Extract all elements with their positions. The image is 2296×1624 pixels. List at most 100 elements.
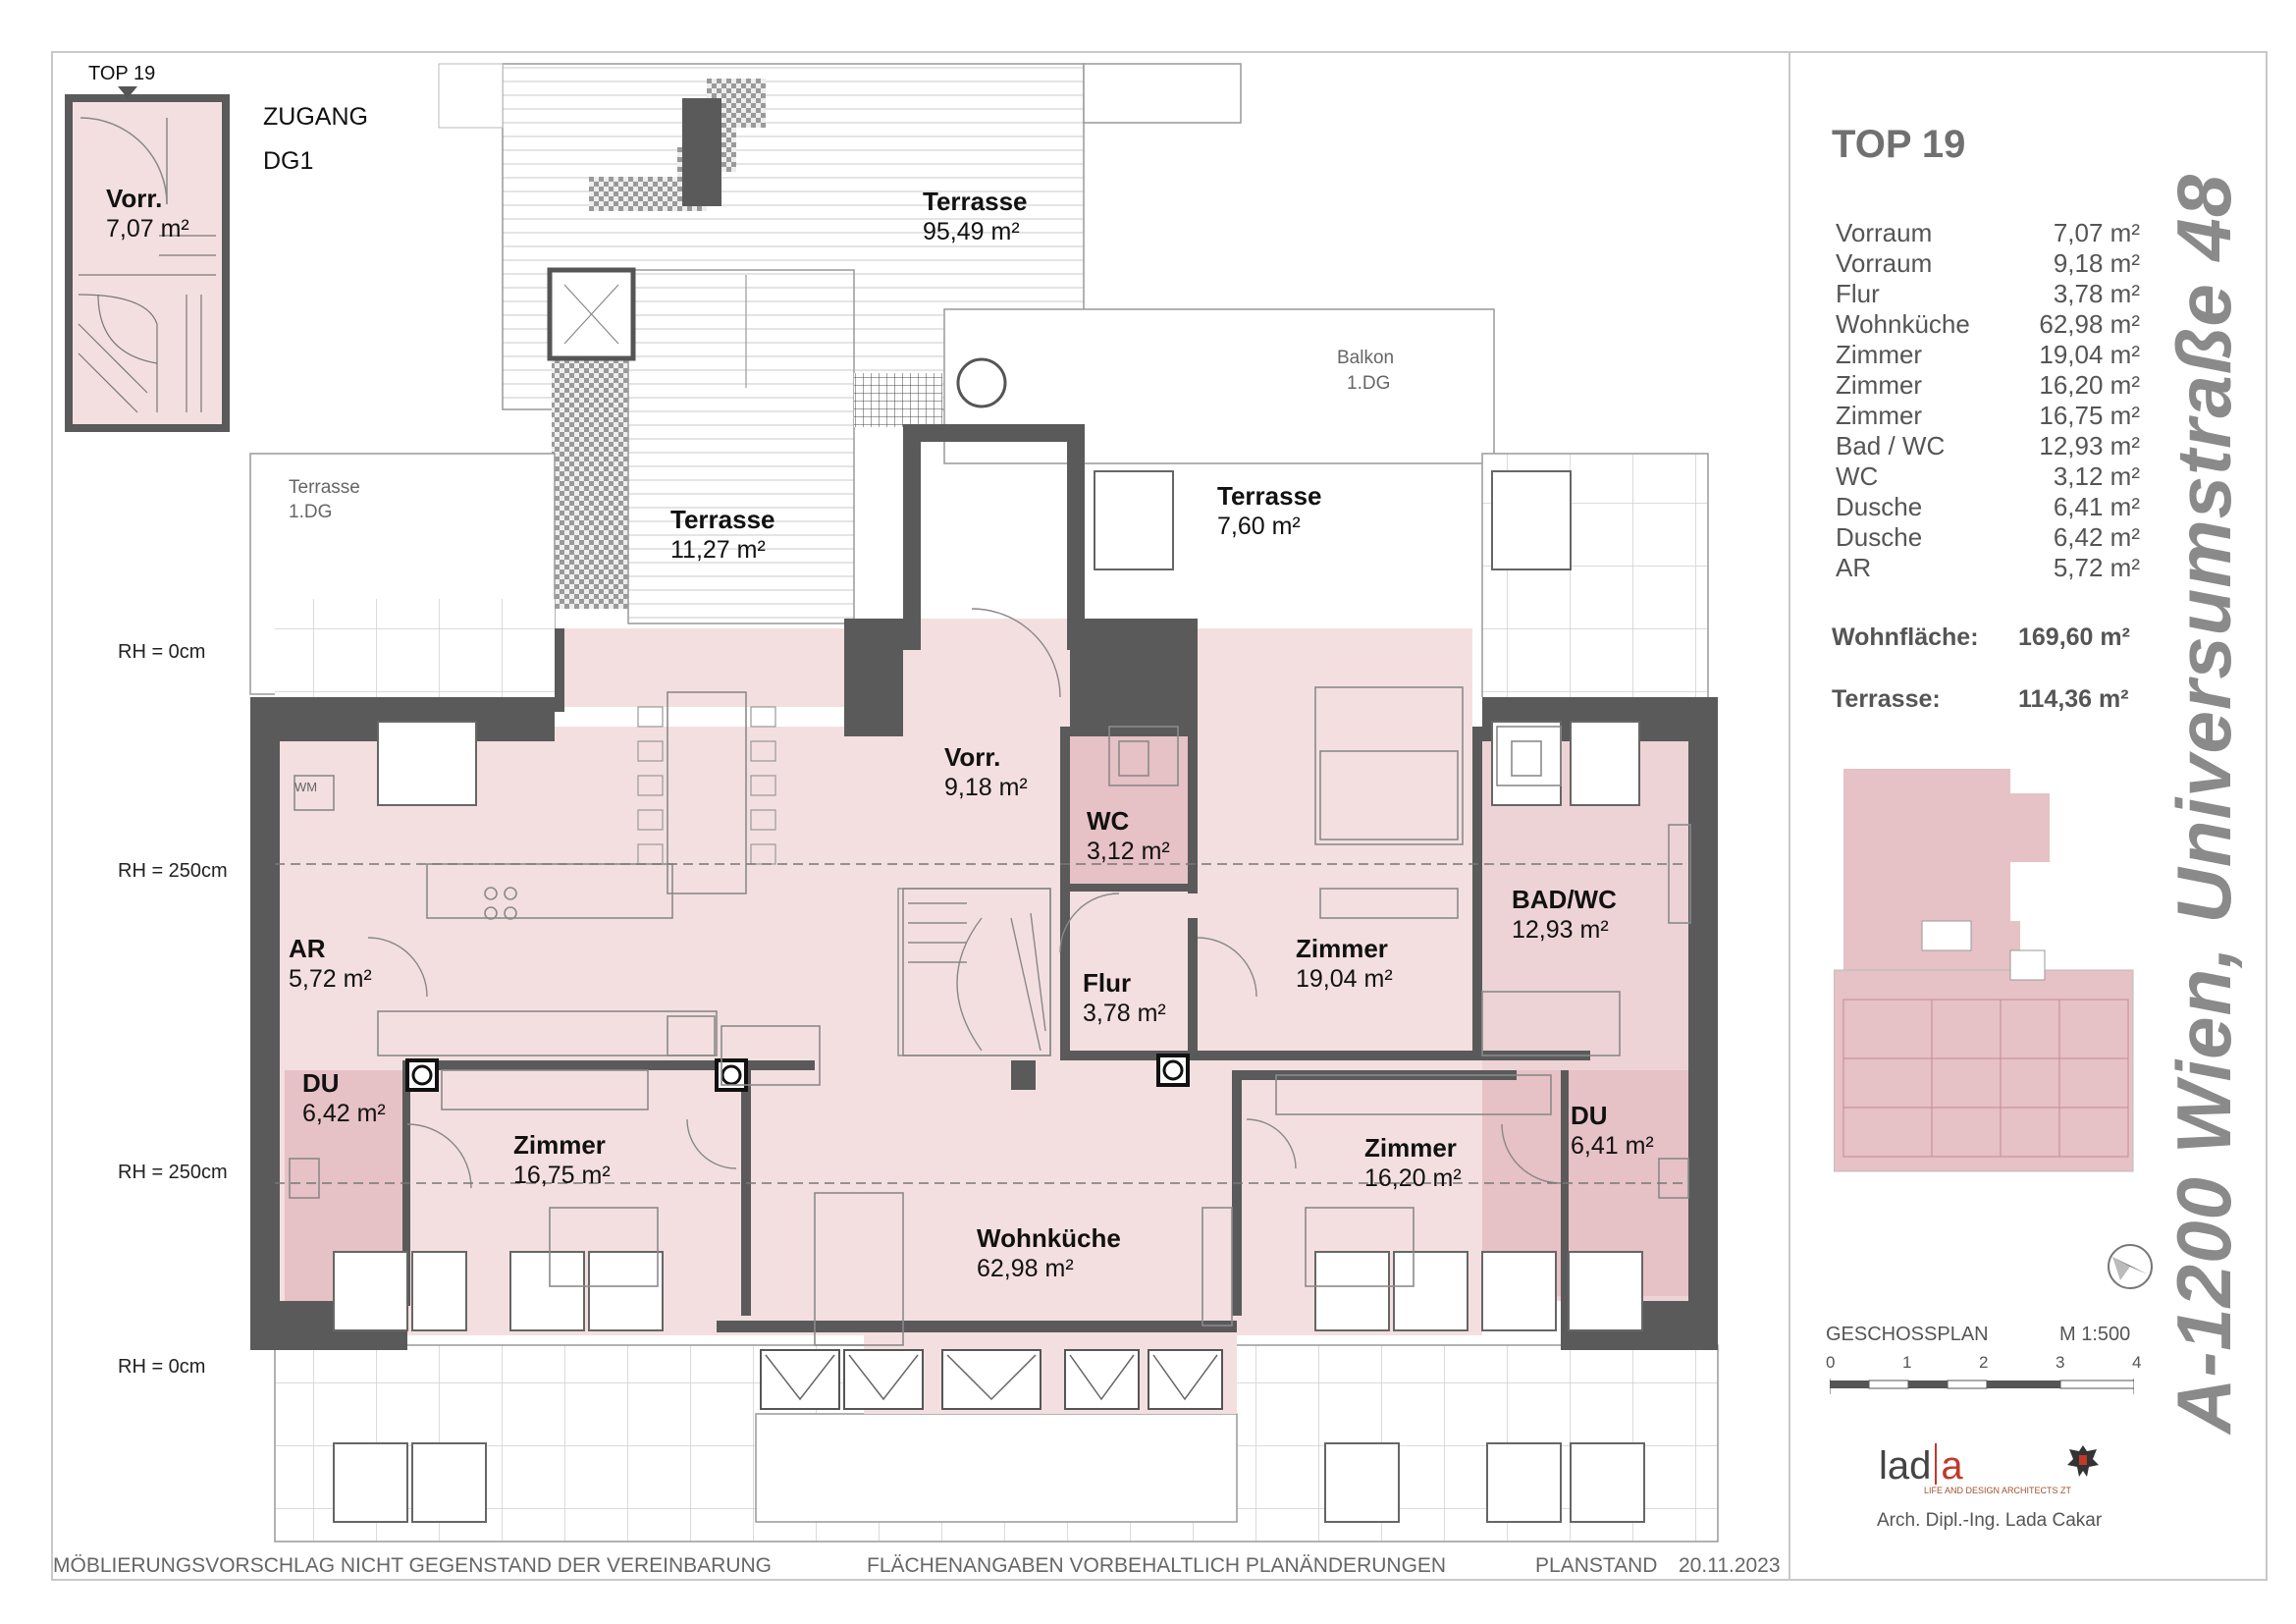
address-title: A-1200 Wien, Universumstraße 48 — [2161, 173, 2247, 1434]
area-value: 16,20 m² — [2039, 370, 2140, 400]
balkon-name: Balkon — [1337, 348, 1394, 368]
area-name: Zimmer — [1836, 370, 1923, 400]
terrasse-left-name: Terrasse — [289, 477, 360, 498]
floor-plan: ZUGANG DG1 Vorr. 7,07 m² Terrasse 95,49 … — [65, 63, 1719, 1543]
area-name: Wohnküche — [1836, 309, 1970, 339]
rh-lines — [275, 863, 1688, 1184]
area-value: 6,41 m² — [2053, 492, 2140, 521]
rh-label-4: RH = 0cm — [118, 1356, 205, 1378]
scale-title: GESCHOSSPLAN — [1826, 1324, 1989, 1345]
area-row: Vorraum 7,07 m² — [1836, 218, 2140, 248]
area-row: WC 3,12 m² — [1836, 461, 2140, 492]
ar-name: AR — [289, 934, 326, 963]
area-value: 19,04 m² — [2039, 340, 2140, 369]
du-left-area: 6,42 m² — [302, 1100, 386, 1127]
balkon-level: 1.DG — [1347, 373, 1390, 394]
wc-area: 3,12 m² — [1087, 838, 1170, 865]
vorr-area: 9,18 m² — [944, 774, 1028, 801]
area-value: 5,72 m² — [2053, 553, 2140, 582]
terrasse-value: 114,36 m² — [2018, 685, 2129, 713]
area-value: 12,93 m² — [2039, 431, 2140, 460]
footer-planstand-date: 20.11.2023 — [1679, 1554, 1781, 1577]
area-row: Zimmer 16,75 m² — [1836, 401, 2140, 431]
architect-name: Arch. Dipl.-Ing. Lada Cakar — [1877, 1510, 2103, 1531]
area-name: WC — [1836, 461, 1879, 491]
wohnflaeche-value: 169,60 m² — [2018, 623, 2130, 651]
footer-middle: FLÄCHENANGABEN VORBEHALTLICH PLANÄNDERUN… — [867, 1554, 1447, 1577]
zimmer-1675-area: 16,75 m² — [513, 1162, 611, 1189]
area-value: 3,12 m² — [2053, 461, 2140, 491]
area-row: Wohnküche 62,98 m² — [1836, 309, 2140, 340]
du-right-name: DU — [1571, 1101, 1608, 1130]
area-value: 9,18 m² — [2053, 248, 2140, 278]
zimmer-1675-name: Zimmer — [513, 1130, 606, 1160]
area-row: AR 5,72 m² — [1836, 553, 2140, 583]
logo-sub: LIFE AND DESIGN ARCHITECTS ZT — [1924, 1486, 2072, 1495]
area-row: Zimmer 16,20 m² — [1836, 370, 2140, 401]
terrasse-mid-area: 11,27 m² — [670, 536, 766, 564]
access-level: DG1 — [263, 147, 313, 175]
logo-text: lad — [1879, 1444, 1932, 1488]
area-value: 62,98 m² — [2039, 309, 2140, 339]
logo: lad a — [1879, 1443, 1963, 1489]
terrasse-top-name: Terrasse — [923, 187, 1028, 216]
columns — [405, 1054, 1190, 1092]
access-title: ZUGANG — [263, 103, 368, 131]
wohnkueche-name: Wohnküche — [977, 1223, 1121, 1253]
area-name: Zimmer — [1836, 340, 1923, 369]
key-plan — [1834, 764, 2138, 1186]
sidebar-divider — [1789, 53, 1790, 1581]
scale-ratio: M 1:500 — [2059, 1324, 2131, 1345]
scale-tick: 4 — [2132, 1353, 2142, 1372]
area-value: 16,75 m² — [2039, 401, 2140, 430]
zimmer-1620-area: 16,20 m² — [1364, 1164, 1462, 1192]
inset-access — [65, 86, 230, 432]
area-name: AR — [1836, 553, 1872, 582]
area-value: 6,42 m² — [2053, 522, 2140, 552]
scale-tick: 0 — [1826, 1353, 1836, 1372]
drawing-frame — [51, 51, 2268, 1581]
scale-tick: 3 — [2056, 1353, 2065, 1372]
logo-letter: a — [1941, 1444, 1963, 1488]
scale-tick: 1 — [1902, 1353, 1912, 1372]
badwc-name: BAD/WC — [1512, 885, 1617, 914]
flur-name: Flur — [1083, 968, 1131, 998]
terrasse-mid-name: Terrasse — [670, 505, 775, 534]
wc-name: WC — [1087, 806, 1130, 836]
zimmer-1904-area: 19,04 m² — [1296, 965, 1393, 993]
area-row: Dusche 6,41 m² — [1836, 492, 2140, 522]
zimmer-1620-name: Zimmer — [1364, 1133, 1457, 1163]
area-name: Vorraum — [1836, 218, 1933, 247]
terrace-mid — [627, 269, 855, 624]
scale-bar — [1830, 1379, 2134, 1394]
scale-tick: 2 — [1979, 1353, 1989, 1372]
access-vorr-name: Vorr. — [106, 184, 162, 213]
logo-divider — [1935, 1443, 1938, 1485]
rh-label-1: RH = 0cm — [118, 641, 205, 663]
stairs — [897, 888, 1051, 1056]
scale-ticks: 0 1 2 3 4 — [1826, 1353, 2142, 1377]
du-left-name: DU — [302, 1068, 340, 1098]
rh-label-3: RH = 250cm — [118, 1162, 228, 1183]
terrasse-right-name: Terrasse — [1217, 481, 1322, 511]
summary-block: Wohnfläche: 169,60 m² Terrasse: 114,36 m… — [1832, 623, 2156, 714]
terrasse-top-area: 95,49 m² — [923, 218, 1020, 245]
windows — [333, 470, 1645, 1523]
eagle-emblem-icon — [2067, 1445, 2099, 1477]
area-row: Zimmer 19,04 m² — [1836, 340, 2140, 370]
area-value: 7,07 m² — [2053, 218, 2140, 247]
ar-area: 5,72 m² — [289, 965, 372, 993]
area-name: Dusche — [1836, 522, 1923, 552]
flur-area: 3,78 m² — [1083, 1000, 1166, 1027]
area-name: Zimmer — [1836, 401, 1923, 430]
north-arrow-icon — [2108, 1244, 2153, 1289]
area-row: Dusche 6,42 m² — [1836, 522, 2140, 553]
area-name: Dusche — [1836, 492, 1923, 521]
badwc-area: 12,93 m² — [1512, 916, 1609, 944]
rh-label-2: RH = 250cm — [118, 860, 228, 882]
footer-planstand-label: PLANSTAND — [1535, 1554, 1658, 1577]
